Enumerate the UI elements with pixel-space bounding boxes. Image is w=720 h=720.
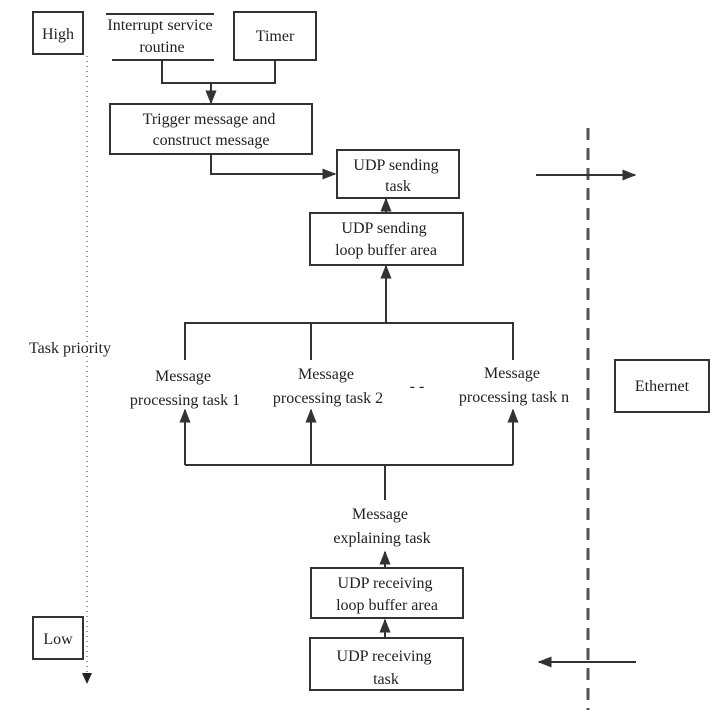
timer-box — [233, 11, 317, 61]
processing-task-2-label: Message processing task 2 — [273, 366, 383, 407]
udp-sending-buffer-box — [309, 212, 464, 266]
udp-sending-task-box — [336, 149, 460, 199]
udp-receiving-buffer-box — [310, 567, 464, 619]
udp-receiving-task-label: UDP receiving task — [337, 648, 436, 688]
timer-label: Timer — [256, 28, 295, 45]
high-priority-box — [32, 11, 84, 55]
low-priority-label: Low — [43, 631, 73, 648]
processing-merge-connector — [184, 322, 514, 360]
low-priority-box — [32, 616, 84, 660]
udp-receiving-task-box — [309, 637, 464, 691]
udp-receiving-buffer-label: UDP receiving loop buffer area — [336, 575, 438, 614]
explaining-task-label: Message explaining task — [333, 506, 430, 547]
priority-axis-arrow-icon — [82, 673, 92, 684]
high-priority-label: High — [42, 26, 74, 43]
udp-sending-task-label: UDP sending task — [353, 157, 442, 195]
udp-sending-buffer-label: UDP sending loop buffer area — [335, 220, 437, 259]
ethernet-label: Ethernet — [635, 378, 690, 395]
processing-task-n-label: Message processing task n — [459, 365, 569, 406]
ethernet-box — [614, 359, 710, 413]
trigger-construct-label: Trigger message and construct message — [143, 111, 280, 149]
isr-label: Interrupt service routine — [107, 17, 216, 56]
trigger-to-send-task-arrow — [210, 154, 337, 180]
processing-tasks-ellipsis: - - — [410, 378, 425, 395]
processing-task-1-label: Message processing task 1 — [130, 368, 240, 409]
task-priority-axis-label: Task priority — [29, 340, 111, 357]
sources-merge-connector — [161, 60, 276, 84]
